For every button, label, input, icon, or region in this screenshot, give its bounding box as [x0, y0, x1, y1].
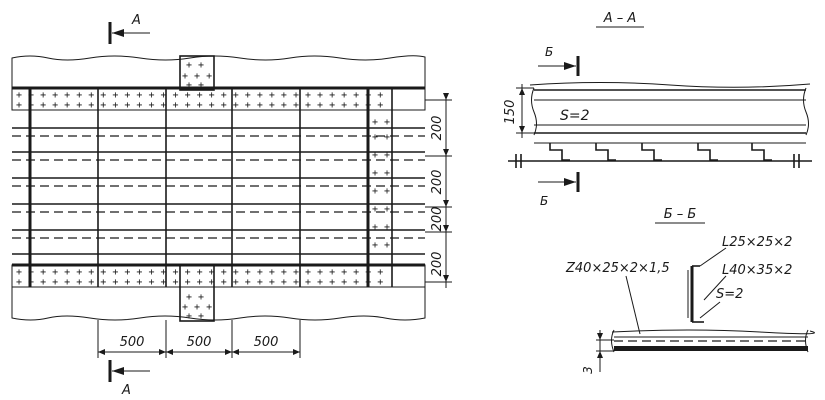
svg-text:+ +: + +: [372, 222, 390, 233]
column-pitch-dimensions: 500 500 500: [97, 320, 301, 358]
svg-text:+ +: + +: [186, 311, 204, 322]
bottom-break-strip: [11, 286, 426, 321]
stiffener-profiles: [549, 143, 772, 161]
section-bb-view: Б – Б L25×25×2 Z40×25×2×1,5 L40×35×2 S=2…: [565, 207, 815, 374]
section-aa-title: A – A: [603, 11, 637, 26]
section-aa-thickness: S=2: [560, 108, 590, 124]
zee-label: Z40×25×2×1,5: [565, 261, 670, 276]
svg-text:+ +: + +: [372, 204, 390, 215]
section-aa-height: 150: [503, 100, 518, 125]
svg-text:+ + +: + + +: [182, 71, 212, 82]
top-connector-plate: [179, 55, 215, 91]
row-pitch-4: 200: [430, 252, 445, 277]
svg-text:+ +: + +: [372, 240, 390, 251]
svg-text:+ + + + + + + + + + + + +: + + + + + + + + + + + + + + + + + + + + …: [16, 267, 383, 278]
plan-view: A + + + + + + + + + + + + + + + + + + + …: [11, 13, 452, 398]
row-pitch-2: 200: [430, 170, 445, 195]
top-break-strip: [11, 55, 426, 89]
svg-text:+ + + + + + + + + + + + +: + + + + + + + + + + + + + + + + + + + + …: [16, 277, 383, 288]
svg-text:+ +: + +: [186, 60, 204, 71]
section-aa-view: A – A Б S=2 150: [503, 11, 812, 208]
cut-label-bottom: Б: [540, 194, 548, 208]
svg-text:+ + + + + + + + + + + +: + + + + + + + + + + + + + + + + + + + + …: [16, 100, 383, 111]
section-arrow-top: A: [108, 13, 150, 44]
svg-text:+ + +: + + +: [182, 302, 212, 313]
gap-label: 3: [581, 366, 595, 374]
svg-text:+ +: + +: [186, 292, 204, 303]
section-bb-thickness: S=2: [716, 287, 743, 302]
bottom-connector-plate: [179, 264, 215, 322]
svg-text:+ + + + + + + + + + + +: + + + + + + + + + + + + + + + + + + + + …: [16, 90, 383, 101]
svg-text:+ +: + +: [372, 186, 390, 197]
angle-top-label: L25×25×2: [722, 235, 792, 250]
svg-text:+ +: + +: [372, 168, 390, 179]
section-label-a-bottom: A: [121, 383, 131, 398]
section-arrow-bottom: A: [108, 360, 150, 398]
svg-text:+ +: + +: [372, 150, 390, 161]
angle-bottom-label: L40×35×2: [722, 263, 792, 278]
column-pitch-1: 500: [120, 335, 145, 350]
svg-text:+ +: + +: [186, 80, 204, 91]
cut-label-top: Б: [545, 45, 553, 59]
column-pitch-2: 500: [187, 335, 212, 350]
row-pitch-1: 200: [430, 116, 445, 141]
column-pitch-3: 500: [254, 335, 279, 350]
svg-text:+ +: + +: [372, 117, 390, 128]
row-pitch-3: 200: [430, 207, 445, 232]
section-label-a-top: A: [131, 13, 141, 28]
section-bb-title: Б – Б: [664, 207, 697, 222]
row-pitch-dimensions: 200 200 200 200: [425, 93, 452, 288]
svg-text:+ +: + +: [372, 132, 390, 143]
